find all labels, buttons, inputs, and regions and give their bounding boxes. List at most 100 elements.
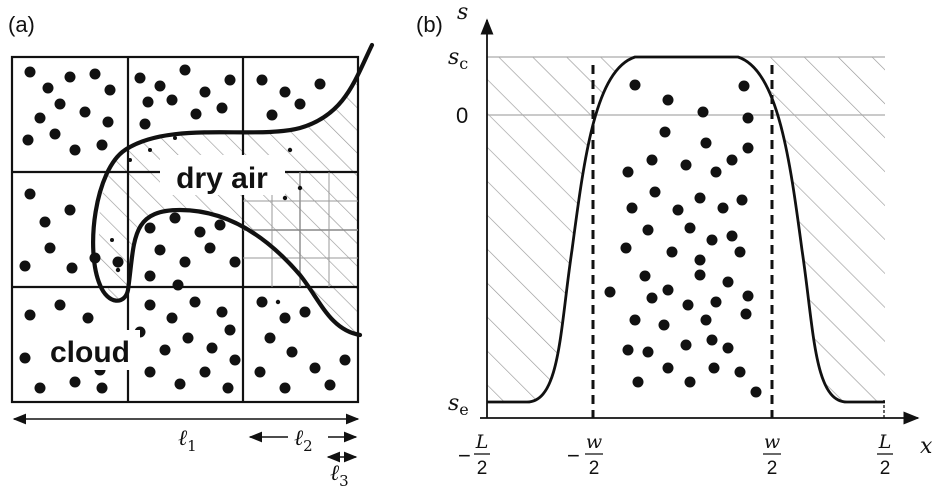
droplet: [629, 79, 641, 91]
droplet: [738, 80, 750, 92]
droplet: [706, 234, 718, 246]
svg-text:L: L: [475, 431, 489, 453]
svg-text:2: 2: [767, 458, 778, 479]
droplet: [708, 362, 720, 374]
droplet: [179, 256, 191, 268]
droplet: [287, 147, 293, 153]
droplet: [174, 378, 186, 390]
droplet: [39, 216, 51, 228]
droplet: [275, 299, 281, 305]
droplet: [204, 242, 216, 254]
droplet: [264, 332, 276, 344]
droplet: [642, 346, 654, 358]
droplet: [626, 202, 638, 214]
droplet: [128, 158, 132, 162]
y-axis-label: s: [457, 0, 468, 25]
droplet: [662, 362, 674, 374]
droplet: [279, 86, 291, 98]
droplet: [740, 308, 752, 320]
cloud-droplets-b: [604, 79, 762, 398]
l2-label: ℓ2: [294, 426, 313, 455]
droplet: [726, 154, 738, 166]
droplet: [694, 269, 706, 281]
droplet: [148, 148, 152, 152]
droplet: [24, 188, 36, 200]
panel-a: (a) dry air cloud: [8, 12, 375, 490]
droplet: [279, 312, 291, 324]
droplet: [646, 154, 658, 166]
droplet: [254, 366, 266, 378]
droplet: [172, 279, 184, 291]
droplet: [309, 362, 321, 374]
droplet: [34, 382, 46, 394]
droplet: [166, 94, 178, 106]
droplet: [662, 94, 674, 106]
droplet: [89, 68, 101, 80]
svg-text:−: −: [567, 443, 580, 468]
droplet: [112, 256, 124, 268]
droplet: [224, 324, 236, 336]
droplet: [646, 292, 658, 304]
droplet: [216, 102, 228, 114]
l3-label: ℓ3: [330, 461, 349, 490]
droplet: [190, 108, 202, 120]
droplet: [194, 226, 206, 238]
l1-label: ℓ1: [178, 426, 197, 455]
droplet: [102, 116, 114, 128]
droplet: [742, 290, 754, 302]
droplet: [19, 260, 31, 272]
droplet: [662, 284, 674, 296]
cloud-boundary-curve: [91, 42, 375, 338]
droplet: [115, 267, 121, 273]
droplet: [694, 254, 706, 266]
droplet: [144, 270, 156, 282]
droplet: [680, 159, 692, 171]
svg-text:L: L: [878, 431, 892, 453]
droplet: [629, 314, 641, 326]
droplet: [680, 339, 692, 351]
droplet: [216, 306, 228, 318]
droplet: [144, 366, 156, 378]
droplet: [42, 82, 54, 94]
droplet: [179, 64, 191, 76]
svg-text:−: −: [458, 443, 471, 468]
droplet: [700, 314, 712, 326]
cloud-label: cloud: [50, 336, 130, 369]
droplet: [722, 276, 734, 288]
droplet: [134, 72, 146, 84]
svg-text:2: 2: [880, 458, 891, 479]
droplet: [24, 309, 36, 321]
droplet: [54, 98, 66, 110]
droplet: [256, 74, 268, 86]
droplet: [110, 238, 114, 242]
droplet: [144, 222, 156, 234]
x-tick-w-half: w 2: [763, 431, 781, 479]
droplet: [222, 382, 234, 394]
svg-text:w: w: [764, 431, 780, 453]
droplet: [89, 252, 101, 264]
x-tick-neg-l-half: − L 2: [458, 431, 490, 479]
droplet: [139, 118, 151, 130]
droplet: [682, 299, 694, 311]
y-tick-zero: 0: [456, 103, 468, 128]
x-axis-label: x: [920, 434, 933, 459]
droplet: [339, 354, 351, 366]
droplet: [144, 299, 156, 311]
dry-air-label-bg: [160, 155, 285, 195]
droplet: [297, 185, 303, 191]
droplet: [324, 379, 336, 391]
droplet: [282, 195, 288, 201]
droplet: [224, 74, 236, 86]
droplet: [159, 344, 171, 356]
droplet: [166, 312, 178, 324]
droplet: [154, 80, 166, 92]
droplet: [229, 354, 241, 366]
droplet: [69, 144, 81, 156]
droplet: [24, 66, 36, 78]
droplet: [154, 244, 166, 256]
droplet: [710, 166, 722, 178]
droplet: [169, 212, 181, 224]
supersaturation-profile: [487, 55, 885, 404]
droplet: [697, 106, 709, 118]
